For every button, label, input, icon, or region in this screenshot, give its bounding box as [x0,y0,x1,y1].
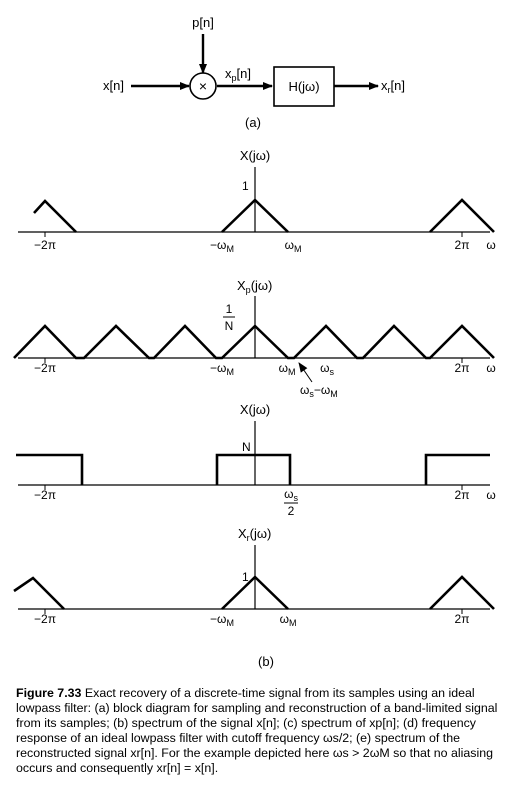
caption-text: Exact recovery of a discrete-time signal… [16,686,498,775]
tick-label: −2π [34,612,56,626]
tick-label: ωM [279,361,296,377]
spectrum-xr-center-lobe [221,575,289,610]
axis-label: ω [486,361,495,375]
figure-canvas: p[n] x[n] × xp[n] H(jω) xr[n] (a) X(jω) … [13,15,496,669]
axis-label: ω [486,238,495,252]
tick-label: −2π [34,488,56,502]
peak-numerator: 1 [226,302,233,316]
spectrum-xp-replicas [13,324,495,360]
peak-label: 1 [242,179,249,193]
tick-label: 2π [455,612,470,626]
panel-a-label: (a) [245,115,261,130]
spectrum-filter: X(jω) N −2π 2π ω ωs 2 [16,402,496,518]
tick-label: −ωM [210,612,234,628]
annotation-label: ωs−ωM [300,383,338,399]
modulator-label: p[n] [192,15,214,30]
spectrum-x-right-lobe [429,198,495,233]
block-diagram: p[n] x[n] × xp[n] H(jω) xr[n] (a) [103,15,405,130]
annotation-arrow [298,362,313,383]
peak-label: 1 [242,570,249,584]
tick-label: −2π [34,361,56,375]
tick-label: −2π [34,238,56,252]
cutoff-denominator: 2 [288,504,295,518]
filter-passband [215,453,292,485]
filter-left-replica [16,453,84,485]
figure-number: Figure 7.33 [16,686,82,700]
filter-label: H(jω) [288,79,319,94]
multiplier-symbol: × [199,78,207,94]
spectrum-filter-title: X(jω) [240,402,270,417]
axis-label: ω [486,488,495,502]
tick-label: ωM [280,612,297,628]
tick-label: 2π [455,488,470,502]
spectrum-x-left-lobe [33,199,77,233]
tick-label: −ωM [210,361,234,377]
cutoff-numerator: ωs [284,487,298,503]
tick-label: −ωM [210,238,234,254]
spectrum-x-center-lobe [221,198,289,233]
tick-label: 2π [455,361,470,375]
spectrum-xp-title: Xp(jω) [237,278,272,295]
input-label: x[n] [103,78,124,93]
multiplier-circle [189,72,217,100]
spectrum-xr-right-lobe [429,575,495,610]
figure-caption: Figure 7.33 Exact recovery of a discrete… [16,686,516,776]
peak-denominator: N [225,319,234,333]
tick-label: ωM [285,238,302,254]
spectrum-x: X(jω) 1 −2π −ωM ωM 2π ω [18,148,496,254]
spectrum-xr: Xr(jω) 1 −2π −ωM ωM 2π [13,526,495,628]
spectrum-xp: Xp(jω) 1 N −2π −ωM ωM ωs 2π ω ωs−ωM [13,278,496,399]
spectrum-xr-left-lobe [13,576,65,610]
filter-right-replica [424,453,490,485]
output-label: xr[n] [381,78,405,95]
tick-label: ωs [320,361,334,377]
spectrum-xr-title: Xr(jω) [238,526,271,543]
panel-b-label: (b) [258,654,274,669]
sampled-signal-label: xp[n] [225,66,251,83]
tick-label: 2π [455,238,470,252]
height-label: N [242,440,251,454]
spectrum-x-title: X(jω) [240,148,270,163]
